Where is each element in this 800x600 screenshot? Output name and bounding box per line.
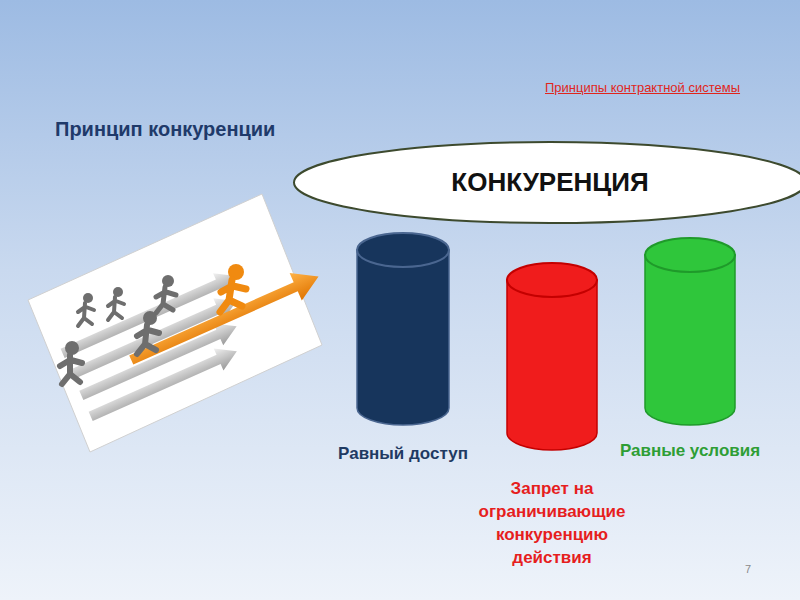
cylinder-top <box>645 238 735 272</box>
cylinder-top <box>357 233 449 267</box>
principle-cylinder: Равный доступ <box>318 232 488 470</box>
cylinder-caption: Равные условия <box>610 440 770 463</box>
principle-cylinder: Запрет на ограничивающие конкуренцию дей… <box>462 262 642 574</box>
section-link: Принципы контрактной системы <box>545 80 740 95</box>
cylinder-caption: Запрет на ограничивающие конкуренцию дей… <box>462 478 642 570</box>
cylinder-caption: Равный доступ <box>318 443 488 466</box>
cylinder-body <box>645 255 735 425</box>
page-number: 7 <box>745 563 751 575</box>
ellipse-text: КОНКУРЕНЦИЯ <box>292 167 800 198</box>
principle-cylinder: Равные условия <box>610 237 770 467</box>
title-ellipse: КОНКУРЕНЦИЯ <box>292 140 800 225</box>
cylinder-body <box>357 250 449 425</box>
cylinder-shape <box>610 237 770 429</box>
slide-title: Принцип конкуренции <box>55 118 275 141</box>
cylinder-shape <box>462 262 642 454</box>
cylinder-top <box>507 263 597 297</box>
picture-card <box>28 194 338 452</box>
cylinder-shape <box>318 232 488 429</box>
cylinder-body <box>507 280 597 450</box>
